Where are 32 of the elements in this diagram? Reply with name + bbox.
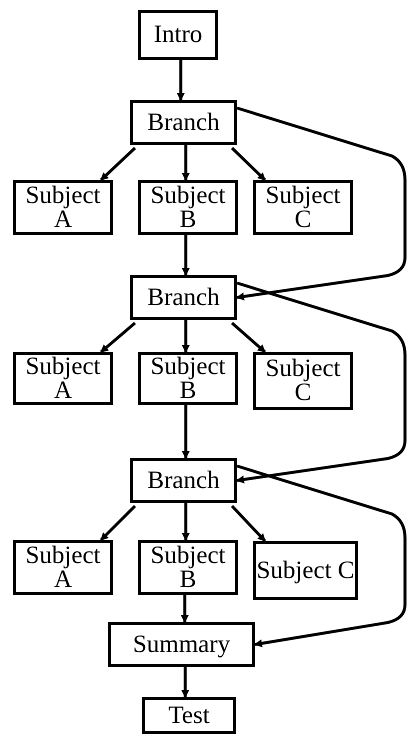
process-box: Branch (130, 275, 237, 320)
arrow (182, 235, 190, 276)
process-box: Subject B (138, 180, 238, 235)
arrow (100, 322, 136, 354)
process-box: Subject A (13, 540, 113, 595)
process-box: Subject C (253, 541, 358, 600)
process-box: Branch (130, 458, 237, 503)
process-box: Intro (138, 10, 218, 60)
arrow (176, 60, 185, 101)
arrow (230, 146, 266, 182)
arrow (181, 667, 190, 698)
arrow (100, 504, 136, 542)
process-box: Subject C (253, 352, 353, 410)
arrow (231, 322, 266, 354)
arrow (236, 106, 406, 300)
arrow (230, 504, 266, 542)
arrow (100, 146, 136, 182)
process-box: Branch (130, 100, 237, 145)
arrow (180, 595, 189, 623)
arrow (236, 282, 406, 484)
process-box: Subject B (138, 540, 238, 595)
process-box: Summary (108, 622, 255, 667)
process-box: Subject B (138, 352, 238, 405)
arrow (182, 320, 190, 353)
process-box: Subject A (13, 180, 113, 235)
arrow (182, 405, 190, 459)
process-box: Subject C (253, 180, 353, 235)
arrow (182, 145, 190, 181)
arrow (236, 464, 406, 648)
process-box: Subject A (13, 352, 113, 405)
process-box: Test (142, 697, 236, 734)
arrow (182, 503, 190, 541)
